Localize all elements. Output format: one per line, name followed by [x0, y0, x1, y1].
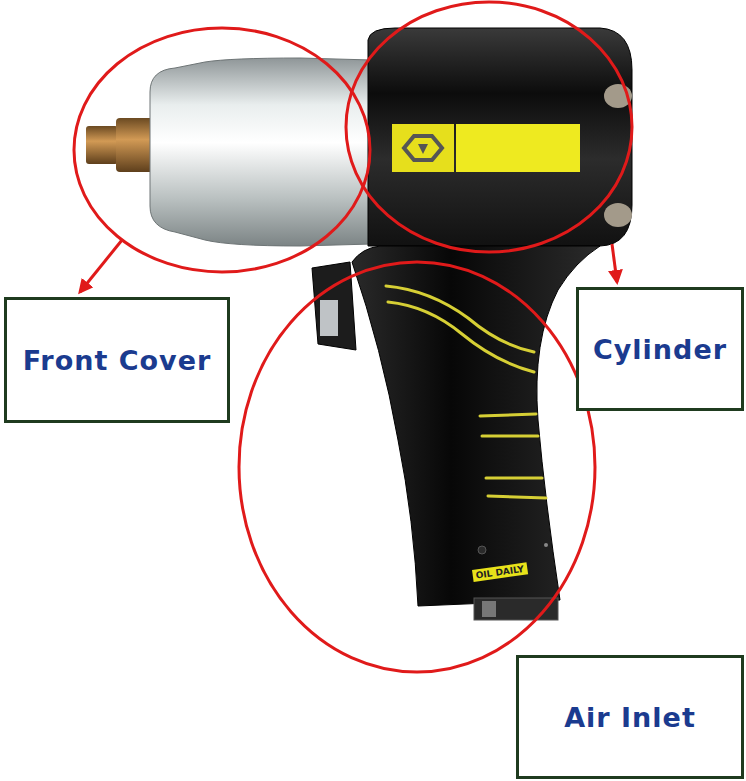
callout-ellipse [74, 28, 370, 272]
handle [352, 246, 600, 606]
printed-label: OIL DAILY [472, 562, 528, 581]
trigger-plate [320, 300, 338, 336]
callout-ellipse [239, 262, 595, 672]
logo-symbol [418, 144, 428, 154]
leader-arrow [612, 244, 617, 282]
label-box: Air Inlet [516, 655, 744, 779]
logo-symbol [404, 136, 442, 160]
screw [478, 546, 486, 554]
label-plate [456, 124, 580, 172]
grip-stripes [386, 286, 546, 498]
air-inlet-fitting [482, 601, 496, 617]
label-box: Cylinder [576, 287, 744, 411]
part-name: Front Cover [23, 345, 212, 376]
leader-arrow [80, 240, 122, 292]
front-cover-housing [150, 58, 372, 246]
part-name: Cylinder [593, 334, 727, 365]
square-drive [86, 126, 118, 164]
part-name: Air Inlet [564, 702, 696, 733]
label-box: Front Cover [4, 297, 230, 423]
screw [544, 543, 548, 547]
callout-ellipse [346, 2, 632, 252]
bolt-head [604, 203, 632, 227]
logo-plate [392, 124, 454, 172]
trigger [312, 262, 356, 350]
